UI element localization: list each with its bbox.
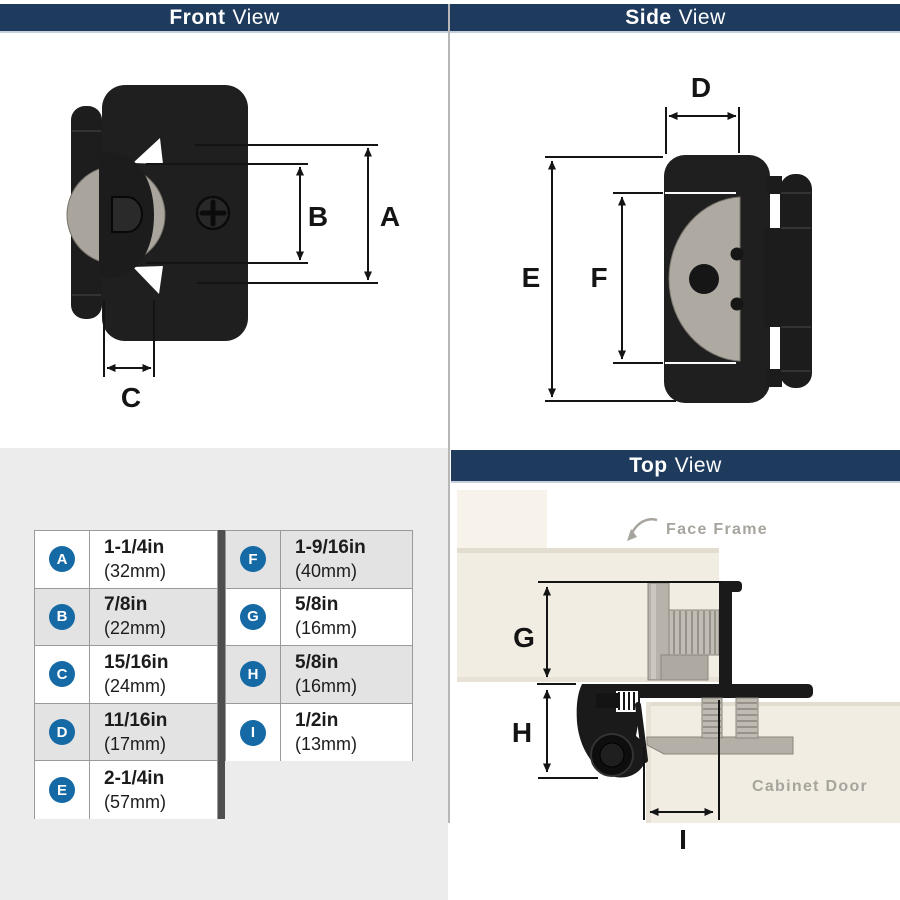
table-row: I 1/2in (13mm) [226, 703, 412, 762]
table-row: A 1-1/4in (32mm) [35, 531, 217, 589]
dim-label-a: A [379, 201, 401, 232]
dim-imperial: 5/8in [295, 594, 339, 616]
dim-badge: E [49, 777, 75, 804]
dim-badge: F [240, 546, 266, 573]
dimensions-table-right: F 1-9/16in (40mm) G 5/8in (16mm) H 5/8in… [225, 530, 413, 762]
dim-metric: (17mm) [104, 733, 166, 754]
dim-label-h: H [511, 717, 533, 748]
dim-label-g: G [513, 622, 535, 653]
dim-metric: (57mm) [104, 791, 166, 812]
center-divider [448, 4, 450, 823]
dim-imperial: 15/16in [104, 651, 169, 673]
side-view-title-rest: View [678, 5, 726, 29]
dim-imperial: 1-1/4in [104, 536, 165, 558]
side-hinge-barrel [780, 174, 812, 388]
dim-metric: (22mm) [104, 618, 166, 639]
front-view-drawing [66, 85, 378, 377]
dim-c-extension-lines [103, 300, 155, 377]
dim-imperial: 5/8in [295, 651, 339, 673]
dim-imperial: 1/2in [295, 710, 339, 732]
dim-badge: C [49, 661, 75, 688]
dim-label-d: D [690, 72, 712, 103]
top-view-drawing [457, 490, 900, 823]
dim-badge: B [49, 603, 75, 630]
dimensions-table-left: A 1-1/4in (32mm) B 7/8in (22mm) C 15/16i… [34, 530, 218, 819]
table-row: D 11/16in (17mm) [35, 703, 217, 762]
hinge-horizontal-flange [628, 684, 813, 698]
side-view-drawing [545, 107, 812, 403]
side-view-title: Side View [451, 4, 900, 31]
dim-label-f: F [590, 262, 608, 293]
dim-badge: A [49, 546, 75, 573]
header-band-underline [0, 31, 900, 33]
top-view-title-strong: Top [629, 453, 668, 477]
front-view-title-rest: View [232, 5, 280, 29]
dim-metric: (16mm) [295, 618, 357, 639]
cabinet-door-label: Cabinet Door [752, 778, 869, 795]
table-row: C 15/16in (24mm) [35, 646, 217, 704]
front-mounting-plate [102, 85, 248, 341]
side-view-title-strong: Side [625, 5, 672, 29]
front-view-title: Front View [0, 4, 449, 31]
dim-metric: (40mm) [295, 560, 357, 581]
dim-imperial: 2-1/4in [104, 767, 165, 789]
cabinet-door-board [646, 702, 900, 823]
dim-badge: H [240, 661, 266, 688]
dim-imperial: 7/8in [104, 594, 148, 616]
front-view-title-strong: Front [169, 5, 226, 29]
table-row: E 2-1/4in (57mm) [35, 761, 217, 819]
dim-metric: (32mm) [104, 560, 166, 581]
top-view-title: Top View [451, 450, 900, 481]
top-view-title-rest: View [674, 453, 722, 477]
dim-label-c: C [120, 382, 142, 413]
table-row: F 1-9/16in (40mm) [226, 531, 412, 589]
table-row: G 5/8in (16mm) [226, 588, 412, 647]
dim-i-extension-lines [643, 700, 720, 820]
face-frame-screw [647, 582, 720, 681]
table-row: H 5/8in (16mm) [226, 646, 412, 704]
dim-badge: D [49, 719, 75, 746]
top-view-band-underline [451, 481, 900, 483]
face-frame-arrow-icon [627, 518, 658, 541]
top-view-band [451, 450, 900, 481]
dim-badge: I [240, 719, 266, 746]
dim-e-extension-lines [545, 156, 676, 402]
header-band [0, 4, 900, 31]
hinge-vertical-flange [719, 581, 732, 693]
dim-badge: G [240, 603, 266, 630]
dim-metric: (16mm) [295, 675, 357, 696]
face-frame-back-board [457, 490, 547, 552]
dim-metric: (13mm) [295, 734, 357, 755]
dim-label-e: E [521, 262, 541, 293]
dim-imperial: 1-9/16in [295, 536, 366, 558]
dim-d-extension-lines [665, 107, 740, 154]
table-row: B 7/8in (22mm) [35, 588, 217, 647]
dim-label-b: B [307, 201, 329, 232]
face-frame-label: Face Frame [666, 521, 768, 538]
front-screw-icon [195, 195, 231, 231]
front-leader-lines [146, 144, 378, 284]
hinge-knuckle [576, 684, 648, 778]
table-separator-bar [218, 530, 225, 819]
dim-imperial: 11/16in [104, 709, 168, 731]
dim-label-i: I [679, 824, 687, 855]
dim-f-extension-lines [613, 192, 663, 364]
dim-metric: (24mm) [104, 675, 166, 696]
